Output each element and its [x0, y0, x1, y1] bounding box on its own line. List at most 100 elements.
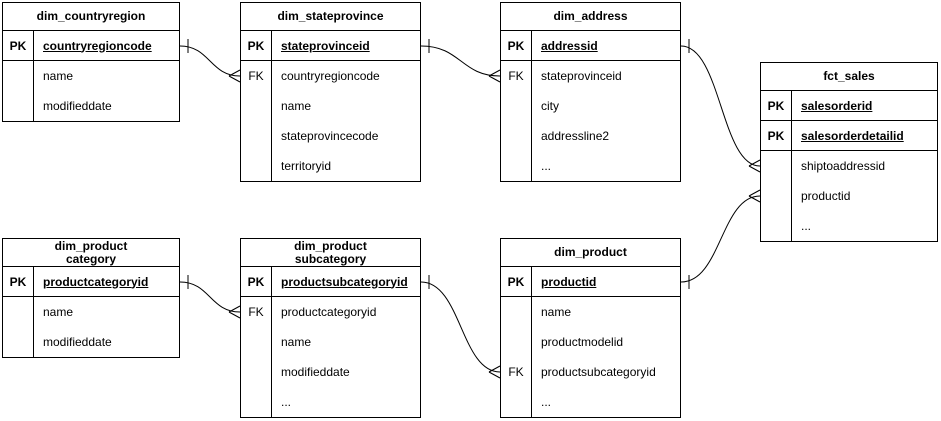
- attribute-row[interactable]: name: [3, 297, 179, 327]
- pk-row[interactable]: PK countryregioncode: [3, 31, 179, 61]
- edge-path: [179, 45, 241, 77]
- key-badge: [3, 91, 34, 121]
- key-badge: [501, 327, 532, 357]
- pk-row[interactable]: PK addressid: [501, 31, 680, 61]
- key-badge: [241, 121, 272, 151]
- pk-row[interactable]: PK productcategoryid: [3, 267, 179, 297]
- key-badge: [241, 327, 272, 357]
- attribute-row[interactable]: productid: [761, 181, 937, 211]
- attribute-row[interactable]: modifieddate: [241, 357, 420, 387]
- attribute-name: stateprovincecode: [281, 129, 379, 143]
- attribute-row[interactable]: stateprovincecode: [241, 121, 420, 151]
- key-badge: [3, 327, 34, 357]
- key-badge: FK: [241, 297, 272, 327]
- key-badge: [501, 151, 532, 181]
- key-badge: PK: [501, 267, 532, 296]
- entity-title: fct_sales: [761, 63, 937, 91]
- edge-path: [420, 45, 501, 77]
- attribute-row[interactable]: territoryid: [241, 151, 420, 181]
- entity-dim-productsubcategory[interactable]: dim_product subcategory PK productsubcat…: [240, 238, 421, 418]
- entity-title: dim_product category: [3, 239, 179, 267]
- attribute-name: productcategoryid: [281, 305, 377, 319]
- connector-stateprovince-address[interactable]: [420, 39, 501, 83]
- attribute-name: addressline2: [541, 129, 610, 143]
- attribute-name: territoryid: [281, 159, 332, 173]
- attribute-name: ...: [541, 395, 552, 409]
- connector-product-fctsales[interactable]: [680, 189, 761, 289]
- edge-path: [179, 281, 241, 313]
- crows-foot-many-icon: [488, 365, 501, 379]
- connector-productcategory-productsubcategory[interactable]: [179, 275, 241, 319]
- key-badge: [501, 121, 532, 151]
- attribute-row[interactable]: name: [241, 91, 420, 121]
- fk-row[interactable]: FK stateprovinceid: [501, 61, 680, 91]
- key-badge: [241, 91, 272, 121]
- key-badge: [761, 181, 792, 211]
- key-badge: FK: [501, 61, 532, 91]
- crows-foot-many-icon: [748, 159, 761, 173]
- entity-title: dim_product: [501, 239, 680, 267]
- attribute-row[interactable]: city: [501, 91, 680, 121]
- attribute-row[interactable]: name: [241, 327, 420, 357]
- entity-title: dim_address: [501, 3, 680, 31]
- key-badge: PK: [761, 91, 792, 120]
- crows-foot-many-icon: [228, 305, 241, 319]
- attribute-row[interactable]: shiptoaddressid: [761, 151, 937, 181]
- pk-row[interactable]: PK salesorderid: [761, 91, 937, 121]
- entity-dim-countryregion[interactable]: dim_countryregion PK countryregioncode n…: [2, 2, 180, 122]
- attribute-row[interactable]: modifieddate: [3, 327, 179, 357]
- entity-title: dim_countryregion: [3, 3, 179, 31]
- connector-productsubcategory-product[interactable]: [420, 275, 501, 379]
- entity-dim-product[interactable]: dim_product PK productid name productmod…: [500, 238, 681, 418]
- key-badge: FK: [241, 61, 272, 91]
- attribute-name: ...: [801, 219, 812, 233]
- attribute-row[interactable]: name: [3, 61, 179, 91]
- attribute-name: name: [43, 305, 74, 319]
- attribute-row[interactable]: name: [501, 297, 680, 327]
- attribute-row[interactable]: ...: [501, 151, 680, 181]
- attribute-row[interactable]: addressline2: [501, 121, 680, 151]
- key-badge: PK: [241, 267, 272, 296]
- fk-row[interactable]: FK productsubcategoryid: [501, 357, 680, 387]
- entity-title: dim_product subcategory: [241, 239, 420, 267]
- key-badge: [241, 387, 272, 417]
- attribute-row[interactable]: modifieddate: [3, 91, 179, 121]
- attribute-name: ...: [281, 395, 292, 409]
- edge-path: [420, 281, 501, 373]
- entity-fct-sales[interactable]: fct_sales PK salesorderid PK salesorderd…: [760, 62, 938, 242]
- pk-row[interactable]: PK productid: [501, 267, 680, 297]
- attribute-name: productid: [541, 274, 597, 289]
- key-badge: [761, 211, 792, 241]
- attribute-row[interactable]: ...: [761, 211, 937, 241]
- attribute-name: name: [281, 99, 312, 113]
- attribute-name: modifieddate: [281, 365, 350, 379]
- attribute-row[interactable]: ...: [501, 387, 680, 417]
- attribute-name: salesorderid: [801, 98, 873, 113]
- connector-address-fctsales[interactable]: [680, 39, 761, 173]
- entity-dim-address[interactable]: dim_address PK addressid FK stateprovinc…: [500, 2, 681, 182]
- attribute-row[interactable]: ...: [241, 387, 420, 417]
- entity-dim-productcategory[interactable]: dim_product category PK productcategoryi…: [2, 238, 180, 358]
- attribute-name: productsubcategoryid: [281, 274, 408, 289]
- attribute-name: name: [43, 69, 74, 83]
- entity-dim-stateprovince[interactable]: dim_stateprovince PK stateprovinceid FK …: [240, 2, 421, 182]
- pk-row[interactable]: PK stateprovinceid: [241, 31, 420, 61]
- pk-row[interactable]: PK salesorderdetailid: [761, 121, 937, 151]
- attribute-name: modifieddate: [43, 335, 112, 349]
- attribute-name: name: [541, 305, 572, 319]
- key-badge: PK: [3, 267, 34, 296]
- key-badge: PK: [3, 31, 34, 60]
- connector-countryregion-stateprovince[interactable]: [179, 39, 241, 83]
- edge-path: [680, 195, 761, 283]
- fk-row[interactable]: FK productcategoryid: [241, 297, 420, 327]
- key-badge: [501, 387, 532, 417]
- pk-row[interactable]: PK productsubcategoryid: [241, 267, 420, 297]
- fk-row[interactable]: FK countryregioncode: [241, 61, 420, 91]
- key-badge: FK: [501, 357, 532, 387]
- attribute-name: modifieddate: [43, 99, 112, 113]
- attribute-name: addressid: [541, 38, 598, 53]
- attribute-name: shiptoaddressid: [801, 159, 886, 173]
- attribute-row[interactable]: productmodelid: [501, 327, 680, 357]
- key-badge: [3, 297, 34, 327]
